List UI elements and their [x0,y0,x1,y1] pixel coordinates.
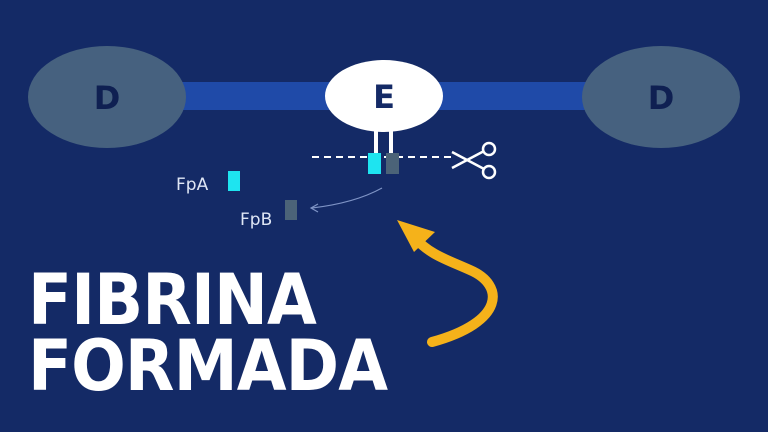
release-arrowhead [309,203,319,213]
fpa-released [228,171,240,191]
e-domain [325,60,443,132]
e-domain-label: E [373,78,395,116]
headline-line-2: FORMADA [28,325,388,407]
stalk-right [389,128,393,154]
curved-arrow-head [397,220,435,252]
release-arrow [311,187,383,209]
d-domain-right-label: D [648,79,675,117]
connector-bar-left [180,82,340,110]
fpa-label: FpA [176,175,209,195]
stalk-left [374,128,378,154]
fpb-attached [386,153,399,174]
fpa-attached [368,153,381,174]
d-domain-right [582,46,740,148]
curved-arrow-icon [410,233,498,347]
connector-bar-right [430,82,592,110]
headline-line-1: FIBRINA [28,259,317,341]
fpb-released [285,200,297,220]
d-domain-left [28,46,186,148]
d-domain-left-label: D [94,79,121,117]
fpb-label: FpB [240,210,273,230]
scissors-icon [451,141,497,180]
